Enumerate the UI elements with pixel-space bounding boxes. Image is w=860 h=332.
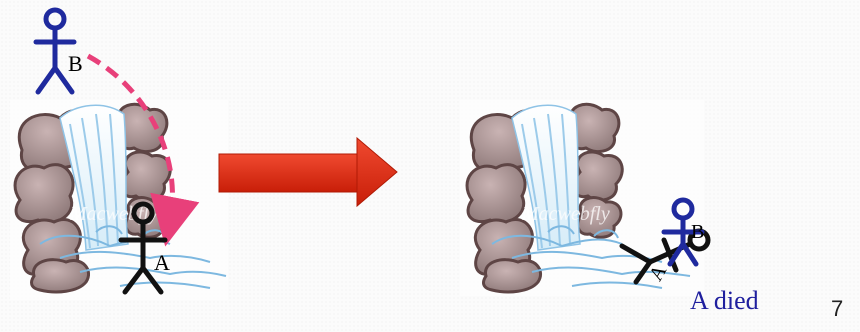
label-a-standing: A bbox=[154, 250, 170, 275]
label-b-falling: B bbox=[68, 51, 83, 76]
caption-a-died: A died bbox=[690, 286, 759, 316]
page-number: 7 bbox=[831, 296, 843, 322]
waterfall-right: Macwebfly bbox=[460, 100, 704, 296]
label-b-landed: B bbox=[691, 221, 704, 243]
watermark-right: Macwebfly bbox=[521, 203, 610, 225]
transition-arrow bbox=[219, 138, 397, 206]
waterfall-left: Macwebfly bbox=[10, 100, 228, 300]
